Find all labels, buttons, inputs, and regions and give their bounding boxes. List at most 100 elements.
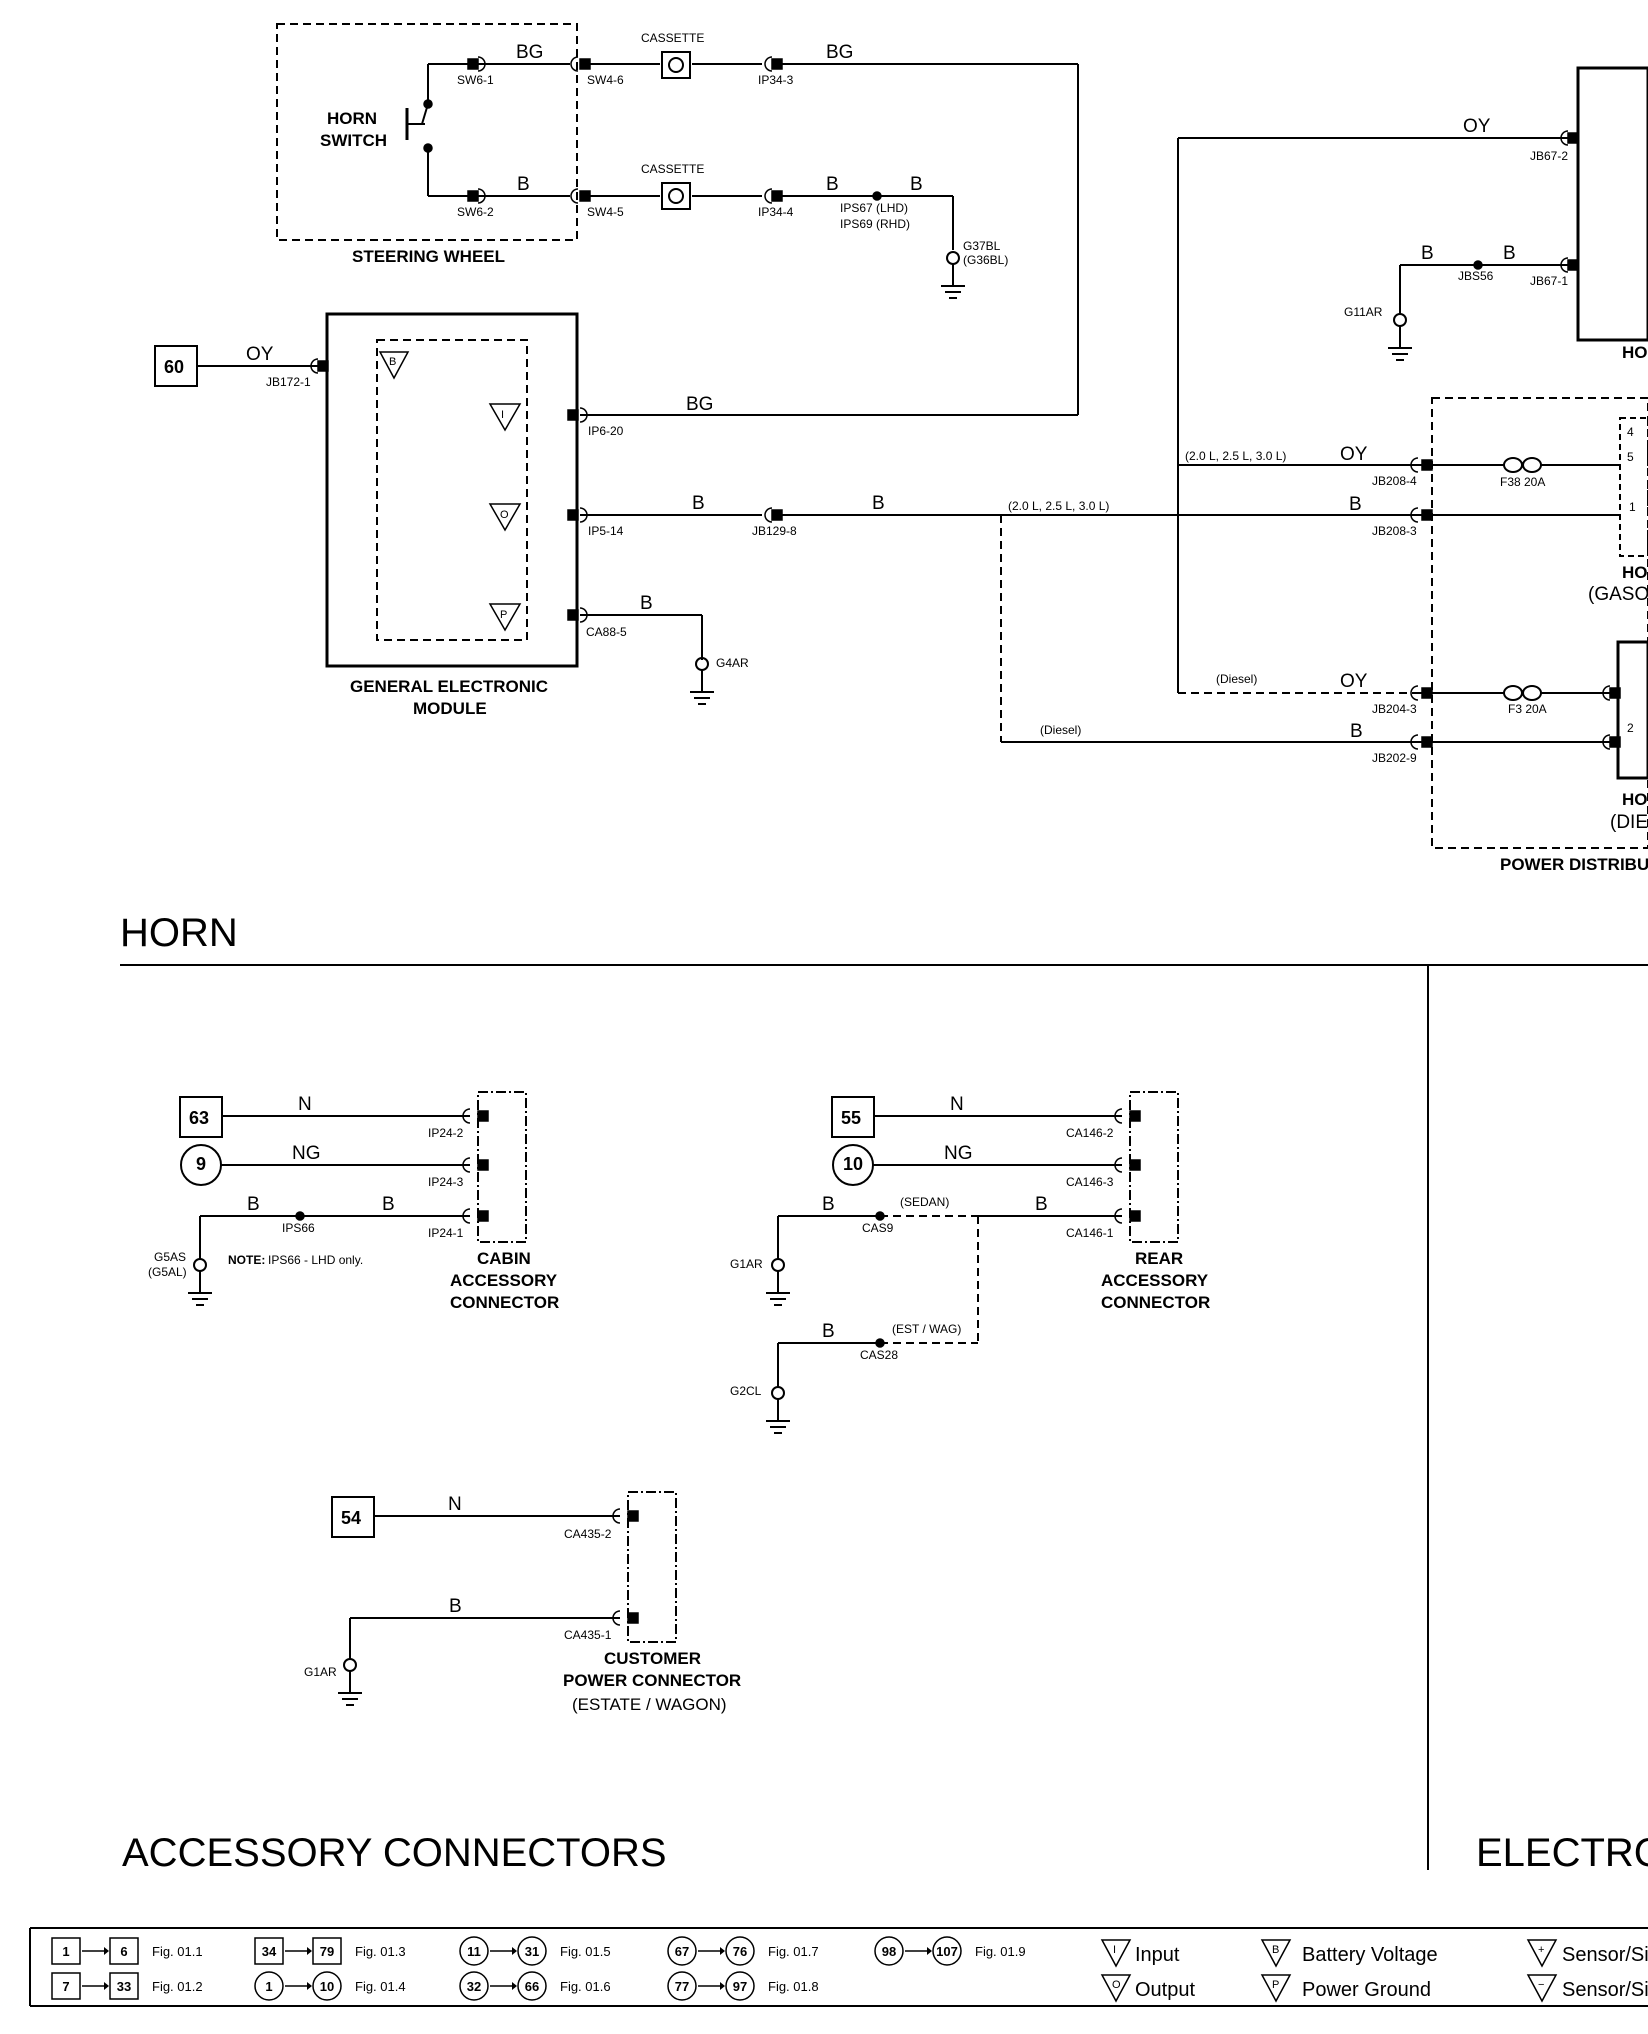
conn-sw4-6: SW4-6 [587, 73, 624, 87]
conn-ip24-1: IP24-1 [428, 1226, 464, 1240]
conn-jb202-9: JB202-9 [1372, 751, 1417, 765]
legend-ref-number: 33 [117, 1979, 131, 1994]
legend-ref-box [51, 1972, 81, 2000]
legend-output: Output [1135, 1979, 1195, 2001]
conn-ca435-1: CA435-1 [564, 1628, 612, 1642]
legend-ref-circle [667, 1971, 697, 2001]
conn-jb67-1: JB67-1 [1530, 274, 1568, 288]
wire-b-gem-3: B [640, 593, 653, 614]
steering-wheel-title: STEERING WHEEL [352, 247, 505, 266]
legend-ref-number: 66 [525, 1979, 539, 1994]
customer-title-2: POWER CONNECTOR [563, 1671, 741, 1690]
wire-b-cabin-2: B [382, 1194, 395, 1215]
legend-ref-number: 1 [62, 1944, 69, 1959]
legend-fig-label: Fig. 01.9 [975, 1944, 1026, 1959]
wire-bg-gem: BG [686, 394, 713, 415]
sedan-note: (SEDAN) [900, 1195, 949, 1209]
legend-ref-number: 11 [467, 1944, 481, 1959]
wire-b-rear-3: B [822, 1321, 835, 1342]
wire-b-right-1: B [1421, 243, 1434, 264]
legend-sym-i: I [1113, 1944, 1116, 1956]
rear-title-1: REAR [1135, 1249, 1183, 1268]
fuse-f38: F38 20A [1500, 475, 1545, 489]
splice-cas9: CAS9 [862, 1221, 894, 1235]
legend-ref-number: 107 [936, 1944, 958, 1959]
conn-sw4-5: SW4-5 [587, 205, 624, 219]
rear-title-2: ACCESSORY [1101, 1271, 1209, 1290]
legend-fig-label: Fig. 01.8 [768, 1979, 819, 1994]
ref-9-label: 9 [196, 1154, 206, 1174]
horn-label-2: HO [1622, 563, 1648, 582]
wire-oy-gem: OY [246, 344, 274, 365]
cabin-title-2: ACCESSORY [450, 1271, 558, 1290]
ground-g11ar: G11AR [1344, 305, 1383, 319]
gem-sym-o: O [500, 509, 509, 521]
note-text: IPS66 - LHD only. [268, 1253, 363, 1267]
wire-b-right-2: B [1503, 243, 1516, 264]
pin-4: 4 [1627, 425, 1634, 439]
rear-title-3: CONNECTOR [1101, 1293, 1210, 1312]
gem-box [325, 312, 579, 668]
legend-arrowhead [512, 1982, 517, 1990]
section-horn: HORN [120, 911, 238, 955]
wire-b-3: B [910, 174, 923, 195]
ground-g1ar-customer: G1AR [304, 1665, 337, 1679]
wire-b-cabin-1: B [247, 1194, 260, 1215]
section-electro: ELECTRO [1476, 1831, 1648, 1875]
wire-bg-2: BG [826, 42, 853, 63]
legend-ref-number: 7 [62, 1979, 69, 1994]
legend-ground: Power Ground [1302, 1979, 1431, 2001]
legend-ref-number: 77 [675, 1979, 689, 1994]
conn-jb208-3: JB208-3 [1372, 524, 1417, 538]
cassette-2 [661, 182, 691, 210]
legend-ref-circle [254, 1971, 284, 2001]
horn-label-3: HO [1622, 790, 1648, 809]
legend-ref-circle [932, 1936, 962, 1966]
gem-sym-i: I [501, 409, 504, 421]
ground-symbols [188, 251, 1412, 1706]
diesel-note-1: (Diesel) [1216, 672, 1257, 686]
ref-55-label: 55 [841, 1108, 861, 1128]
conn-ip34-4: IP34-4 [758, 205, 794, 219]
legend-sym-b: B [1272, 1944, 1279, 1956]
legend-ref-circle [459, 1936, 489, 1966]
gem-sym-b: B [389, 356, 396, 368]
petrol-note-1: (2.0 L, 2.5 L, 3.0 L) [1185, 449, 1286, 463]
conn-ip24-3: IP24-3 [428, 1175, 464, 1189]
legend-ref-circle [459, 1971, 489, 2001]
legend-fig-label: Fig. 01.1 [152, 1944, 203, 1959]
legend-sensor-1: Sensor/Si [1562, 1944, 1648, 1966]
wire-b-rear-2: B [1035, 1194, 1048, 1215]
legend-arrowhead [720, 1982, 725, 1990]
ground-g4ar: G4AR [716, 656, 749, 670]
ground-g5al: (G5AL) [148, 1265, 187, 1279]
legend-ref-box [254, 1937, 284, 1965]
power-distribution-label: POWER DISTRIBU [1500, 855, 1648, 874]
horn-switch-label-2: SWITCH [320, 131, 387, 150]
legend-arrowhead [104, 1947, 109, 1955]
legend-ref-circle [874, 1936, 904, 1966]
wire-b-right-3: B [1349, 494, 1362, 515]
legend-ref-number: 97 [733, 1979, 747, 1994]
legend-ref-circle [312, 1971, 342, 2001]
ground-g1ar-rear: G1AR [730, 1257, 763, 1271]
wire-b-rear-1: B [822, 1194, 835, 1215]
wire-b-2: B [826, 174, 839, 195]
legend-ref-circle [725, 1971, 755, 2001]
steering-wheel-box [276, 23, 578, 241]
pin-5: 5 [1627, 450, 1634, 464]
wire-bg-1: BG [516, 42, 543, 63]
horn-switch-label: HORN [327, 109, 377, 128]
conn-jb67-2: JB67-2 [1530, 149, 1568, 163]
diesel-note-2: (Diesel) [1040, 723, 1081, 737]
diesel-label: (DIES [1610, 812, 1648, 833]
estwag-note: (EST / WAG) [892, 1322, 961, 1336]
legend-ref-number: 79 [320, 1944, 334, 1959]
connector-pins [295, 56, 1621, 1626]
splice-ips66: IPS66 [282, 1221, 315, 1235]
customer-title-1: CUSTOMER [604, 1649, 701, 1668]
